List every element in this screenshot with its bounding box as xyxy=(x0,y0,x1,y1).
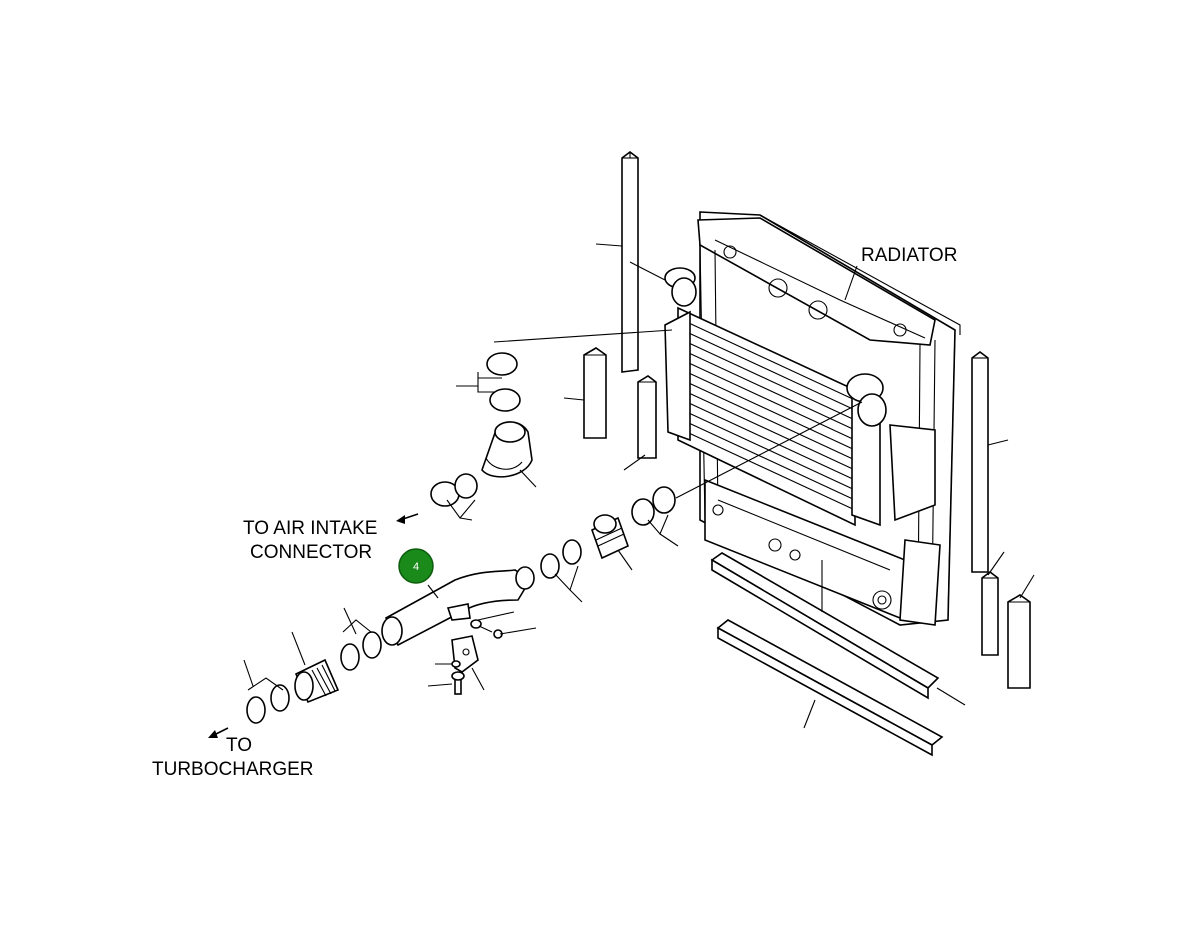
core-fins xyxy=(677,317,856,511)
callout-badge-4[interactable]: 4 xyxy=(398,548,434,584)
turbo-label-line2: TURBOCHARGER xyxy=(152,759,314,780)
charge-air-tube xyxy=(381,566,535,695)
middle-pipe-group xyxy=(540,486,676,579)
seal-strips xyxy=(583,151,1031,757)
air-intake-label-line2: CONNECTOR xyxy=(250,542,372,563)
callout-number: 4 xyxy=(413,561,419,573)
callout-badge-circle[interactable] xyxy=(398,548,434,584)
radiator-label: RADIATOR xyxy=(861,245,957,266)
upper-pipe-group xyxy=(430,352,533,507)
radiator-assembly xyxy=(664,211,961,626)
air-intake-label-line1: TO AIR INTAKE xyxy=(243,518,377,539)
turbo-label-line1: TO xyxy=(226,735,252,756)
lower-hose-group xyxy=(246,631,382,724)
leader-lines xyxy=(208,243,1035,738)
